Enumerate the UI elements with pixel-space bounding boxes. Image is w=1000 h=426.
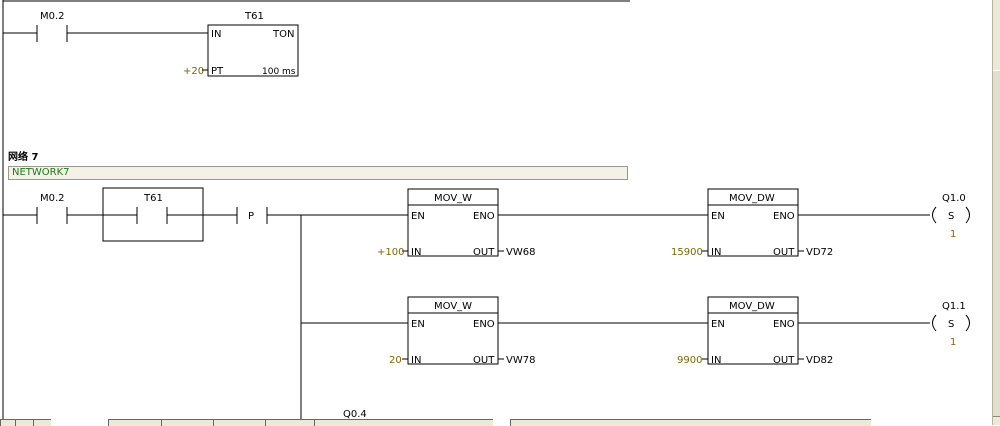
- contact-t61[interactable]: T61: [136, 193, 168, 224]
- tab-stub-8[interactable]: [314, 419, 493, 426]
- timer-resolution: 100 ms: [262, 67, 296, 77]
- block-out-pin: OUT: [773, 355, 795, 366]
- block-in-value[interactable]: 20: [389, 355, 402, 366]
- block-en: EN: [411, 319, 425, 330]
- timer-pt-value[interactable]: +20: [183, 66, 204, 77]
- coil-address: Q1.0: [942, 193, 966, 204]
- block-en: EN: [711, 319, 725, 330]
- timer-name: T61: [244, 11, 264, 22]
- contact-m0-2-net6[interactable]: M0.2: [36, 11, 68, 42]
- block-eno: ENO: [773, 211, 795, 222]
- block-in-pin: IN: [411, 355, 421, 366]
- block-in-value[interactable]: 15900: [671, 247, 703, 258]
- block-in-pin: IN: [711, 355, 721, 366]
- block-out-pin: OUT: [473, 355, 495, 366]
- contact-m0-2-net7[interactable]: M0.2: [36, 193, 68, 224]
- tab-stub-5[interactable]: [161, 419, 214, 426]
- scrollbar-thumb[interactable]: [993, 70, 1000, 417]
- block-eno: ENO: [473, 211, 495, 222]
- block-in-pin: IN: [411, 247, 421, 258]
- contact-label: T61: [143, 193, 163, 204]
- vertical-scrollbar[interactable]: [992, 0, 1000, 425]
- edge-label: P: [248, 211, 254, 222]
- block-name: MOV_DW: [729, 301, 775, 312]
- contact-label: M0.2: [40, 193, 65, 204]
- block-en: EN: [411, 211, 425, 222]
- block-name: MOV_W: [434, 301, 472, 312]
- tab-stub-9[interactable]: [510, 419, 871, 426]
- mov-w-block-1[interactable]: MOV_W EN ENO IN OUT: [407, 188, 499, 258]
- set-coil-q1-0[interactable]: S Q1.0 1: [932, 193, 970, 240]
- set-coil-q1-1[interactable]: S Q1.1 1: [932, 301, 970, 348]
- tab-stub-1[interactable]: [0, 419, 16, 426]
- block-out-value[interactable]: VD72: [806, 247, 833, 258]
- block-eno: ENO: [773, 319, 795, 330]
- coil-address: Q1.1: [942, 301, 966, 312]
- tab-stub-6[interactable]: [213, 419, 266, 426]
- bottom-tab-strip: [0, 419, 1000, 426]
- next-element-label: Q0.4: [343, 409, 367, 420]
- block-out-value[interactable]: VW78: [506, 355, 535, 366]
- tab-stub-3[interactable]: [33, 419, 51, 426]
- network-title: 网络 7: [8, 152, 39, 163]
- network-6: M0.2 T61 IN TON PT 100 ms +20: [3, 11, 299, 77]
- block-out-pin: OUT: [773, 247, 795, 258]
- timer-in-pin: IN: [211, 29, 221, 40]
- tab-stub-2[interactable]: [15, 419, 34, 426]
- coil-type: S: [948, 319, 954, 330]
- contact-label: M0.2: [40, 11, 65, 22]
- block-eno: ENO: [473, 319, 495, 330]
- timer-type: TON: [272, 29, 294, 40]
- mov-dw-block-2[interactable]: MOV_DW EN ENO IN OUT: [707, 296, 799, 366]
- timer-t61-box[interactable]: T61 IN TON PT 100 ms: [207, 11, 299, 77]
- block-in-value[interactable]: 9900: [677, 355, 702, 366]
- coil-count: 1: [950, 229, 956, 240]
- positive-edge-contact[interactable]: P: [236, 207, 268, 224]
- block-name: MOV_DW: [729, 193, 775, 204]
- block-in-pin: IN: [711, 247, 721, 258]
- network-comment[interactable]: NETWORK7: [8, 166, 628, 180]
- tab-stub-4[interactable]: [108, 419, 162, 426]
- mov-dw-block-1[interactable]: MOV_DW EN ENO IN OUT: [707, 188, 799, 258]
- block-name: MOV_W: [434, 193, 472, 204]
- timer-pt-pin: PT: [211, 66, 224, 77]
- block-out-value[interactable]: VW68: [506, 247, 535, 258]
- tab-stub-7[interactable]: [265, 419, 315, 426]
- coil-type: S: [948, 211, 954, 222]
- block-out-value[interactable]: VD82: [806, 355, 833, 366]
- block-out-pin: OUT: [473, 247, 495, 258]
- network-7: M0.2 T61 P MOV_W EN ENO IN OUT: [3, 187, 970, 425]
- mov-w-block-2[interactable]: MOV_W EN ENO IN OUT: [407, 296, 499, 366]
- block-en: EN: [711, 211, 725, 222]
- coil-count: 1: [950, 337, 956, 348]
- block-in-value[interactable]: +100: [377, 247, 404, 258]
